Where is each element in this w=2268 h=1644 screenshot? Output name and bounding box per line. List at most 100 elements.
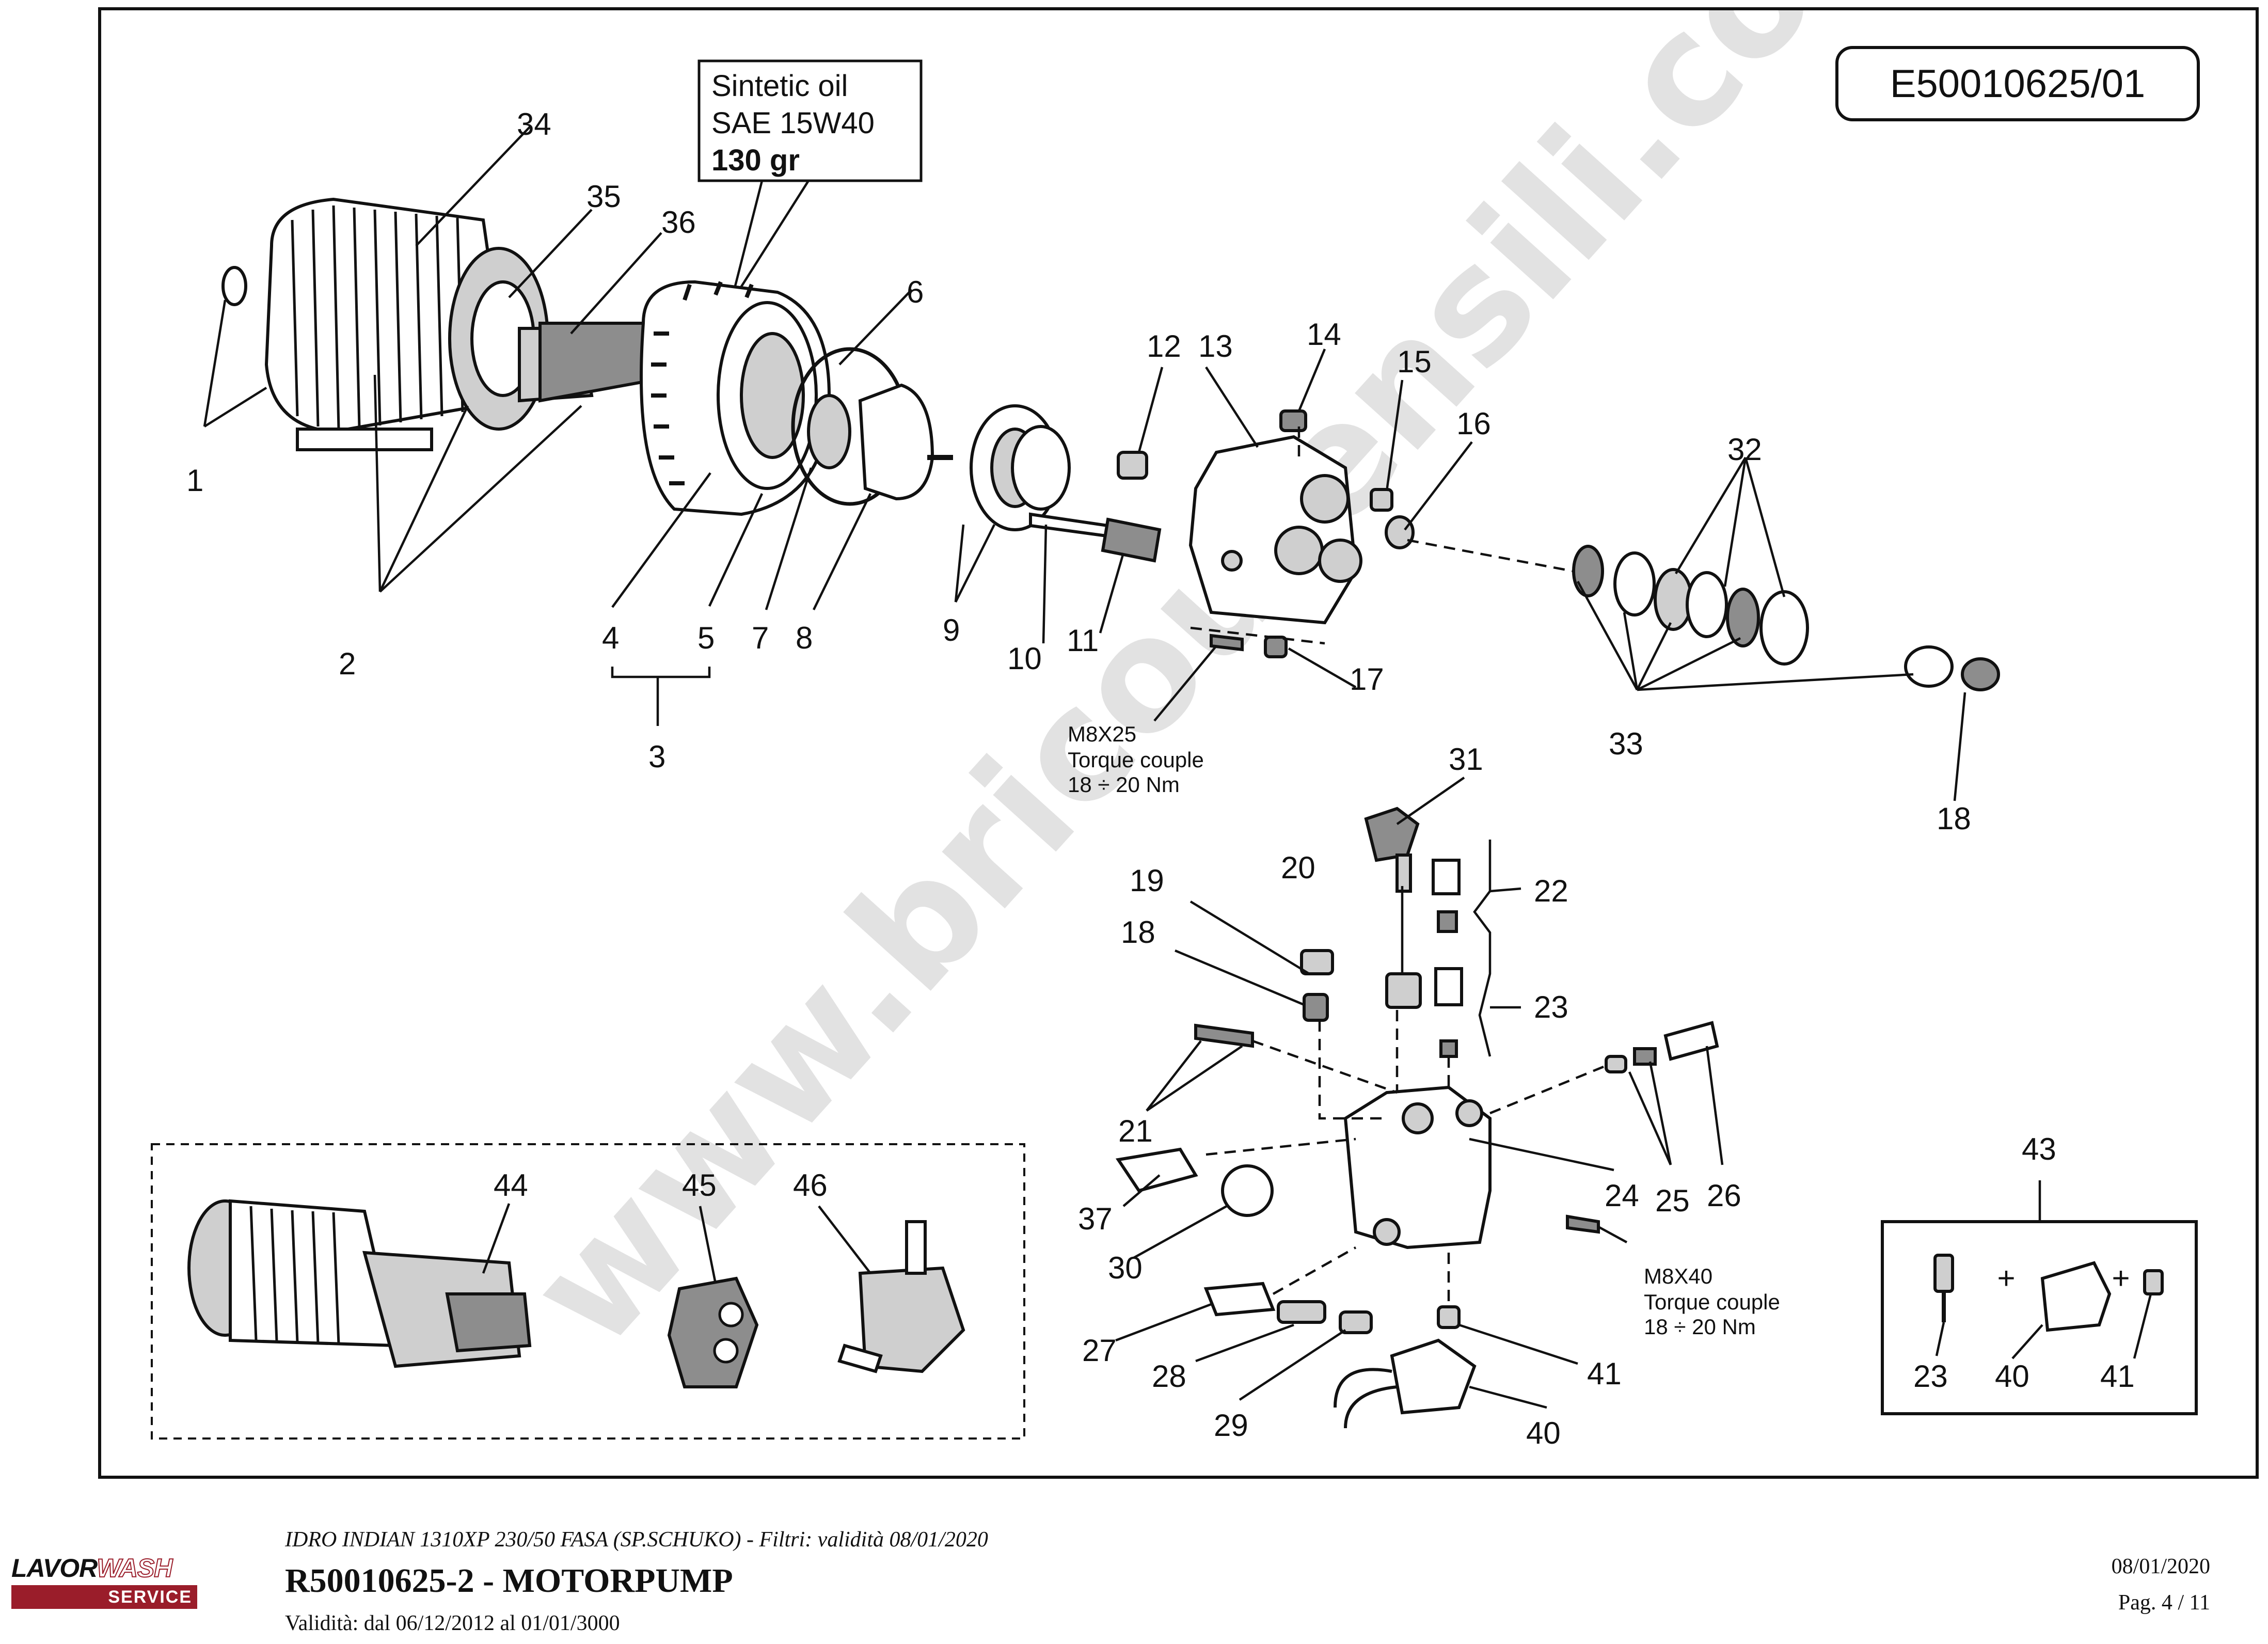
kit-plus-2: + (2112, 1261, 2130, 1295)
drawing-frame: www.bricoutensili.com E50010625/01 Sinte… (98, 7, 2259, 1479)
pump-body (640, 280, 831, 516)
pump-head-45 (667, 1276, 759, 1388)
nipple-29 (1339, 1310, 1373, 1334)
axis-line-b (1407, 539, 1573, 573)
axis-line-i (1206, 1137, 1356, 1156)
callout-10: 10 (1007, 641, 1042, 676)
validity: Validità: dal 06/12/2012 al 01/01/3000 (285, 1611, 620, 1635)
model-info: IDRO INDIAN 1310XP 230/50 FASA (SP.SCHUK… (285, 1528, 988, 1552)
callout-16: 16 (1456, 406, 1491, 441)
oil-note-box (697, 59, 923, 182)
callout-19: 19 (1130, 863, 1164, 898)
callout-40b: 40 (1995, 1359, 2029, 1394)
callout-30: 30 (1108, 1251, 1143, 1285)
callout-3: 3 (648, 739, 665, 774)
oil-note-line1: Sintetic oil (711, 69, 848, 103)
page-title: R50010625-2 - MOTORPUMP (285, 1562, 733, 1600)
torque-note-a-line2: Torque couple (1068, 748, 1204, 772)
axis-line-j (1272, 1246, 1357, 1295)
elbow-27 (1203, 1282, 1276, 1317)
overview-box (151, 1143, 1025, 1440)
callout-28: 28 (1152, 1359, 1186, 1394)
torque-note-b-line3: 18 ÷ 20 Nm (1644, 1315, 1756, 1339)
callout-43: 43 (2022, 1132, 2056, 1166)
axis-line-a (1190, 626, 1325, 645)
axis-line-g (1252, 1039, 1398, 1094)
pump-head-13 (1188, 435, 1362, 625)
callout-numbers: 1 2 3 4 5 6 7 8 9 10 11 12 13 14 15 16 1… (186, 107, 2135, 1450)
kit-plus-1: + (1997, 1261, 2015, 1295)
motor-rear-seal (221, 266, 247, 306)
lavorwash-service-logo: LAVORWASH SERVICE (11, 1555, 197, 1612)
callout-12: 12 (1147, 329, 1181, 363)
switch-box-40 (1390, 1338, 1477, 1415)
callout-25: 25 (1655, 1183, 1690, 1218)
callout-31: 31 (1449, 742, 1483, 777)
callout-1: 1 (186, 463, 203, 498)
drawing-code: E50010625/01 (1890, 62, 2145, 106)
kit-22-spring (1437, 910, 1458, 933)
callout-5: 5 (697, 621, 715, 655)
callout-23b: 23 (1913, 1359, 1948, 1394)
page-number: Pag. 4 / 11 (2118, 1591, 2210, 1615)
axis-line-h (1489, 1065, 1604, 1115)
plug-41 (1437, 1305, 1461, 1329)
valve-pin-21 (1194, 1023, 1254, 1048)
screw-m8x40 (1566, 1214, 1600, 1234)
callout-44: 44 (494, 1168, 528, 1203)
electric-motor (221, 197, 656, 451)
plug-17 (1264, 636, 1288, 658)
callout-8: 8 (796, 621, 813, 655)
kit-23-part (1434, 967, 1463, 1006)
logo-brand-b: WASH (96, 1554, 173, 1583)
logo-service-bar: SERVICE (11, 1585, 197, 1609)
page-footer: LAVORWASH SERVICE IDRO INDIAN 1310XP 230… (0, 1508, 2268, 1644)
nipple-28 (1277, 1300, 1326, 1324)
torque-note-b-line1: M8X40 (1644, 1264, 1712, 1288)
pressure-switch-31 (1364, 807, 1420, 862)
callout-36: 36 (661, 205, 696, 240)
plug-20 (1385, 972, 1422, 1009)
logo-brand-a: LAVOR (11, 1554, 97, 1583)
callout-22: 22 (1534, 874, 1568, 908)
callout-40a: 40 (1526, 1416, 1561, 1450)
logo-brand: LAVORWASH (11, 1554, 197, 1583)
fitting-26 (1663, 1021, 1719, 1061)
axis-line-d (1318, 1020, 1387, 1120)
kit-sensor-23 (1933, 1254, 1954, 1293)
callout-23a: 23 (1534, 990, 1568, 1024)
callout-35: 35 (586, 179, 621, 214)
callout-4: 4 (602, 621, 619, 655)
torque-note-b-line2: Torque couple (1644, 1290, 1780, 1314)
callout-17: 17 (1350, 662, 1384, 697)
plug-14 (1279, 409, 1307, 432)
swashplate-8 (858, 383, 934, 501)
callout-9: 9 (943, 613, 960, 647)
screw-m8x25 (1210, 634, 1244, 652)
assembled-motorpump-44 (187, 1199, 532, 1368)
print-date: 08/01/2020 (2111, 1555, 2210, 1578)
oil-leader-b (739, 180, 810, 289)
pin-25 (1605, 1055, 1627, 1073)
kit-22-part (1432, 859, 1461, 895)
kit-plug-41 (2143, 1269, 2164, 1295)
switch-stem (1395, 853, 1412, 893)
spring-11 (1101, 517, 1162, 563)
callout-29: 29 (1214, 1408, 1248, 1443)
plug-15 (1370, 488, 1393, 512)
spring-25 (1633, 1047, 1657, 1066)
callout-24: 24 (1605, 1178, 1639, 1213)
callout-18a: 18 (1937, 801, 1971, 836)
gauge-30 (1221, 1164, 1274, 1217)
valve-18 (1303, 993, 1329, 1022)
drawing-code-box (1835, 46, 2200, 121)
callout-15: 15 (1397, 344, 1432, 379)
plug-19 (1300, 949, 1334, 975)
exploded-view-drawing: www.bricoutensili.com E50010625/01 Sinte… (151, 10, 2200, 1450)
torque-note-a-line3: 18 ÷ 20 Nm (1068, 772, 1180, 797)
manifold-24 (1343, 1085, 1492, 1250)
plug-12 (1117, 451, 1148, 480)
callout-45: 45 (682, 1168, 717, 1203)
kit-23-pin (1439, 1039, 1458, 1058)
callout-41a: 41 (1587, 1356, 1622, 1391)
